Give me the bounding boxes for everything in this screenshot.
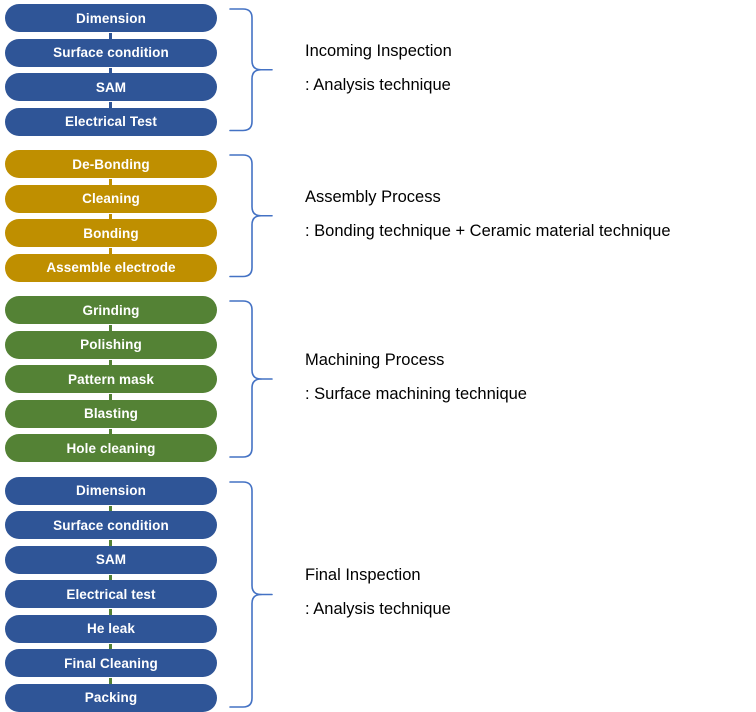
process-step-assembly-process-0[interactable]: De-Bonding	[5, 150, 217, 178]
step-connector	[109, 609, 112, 617]
group-title-incoming-inspection: Incoming Inspection	[305, 41, 452, 60]
step-connector	[109, 678, 112, 686]
step-connector	[109, 643, 112, 652]
group-subtitle-incoming-inspection: : Analysis technique	[305, 75, 451, 94]
process-step-assembly-process-2[interactable]: Bonding	[5, 219, 217, 247]
group-title-assembly-process: Assembly Process	[305, 187, 441, 206]
group-brace-machining-process	[228, 300, 274, 458]
process-step-machining-process-1[interactable]: Polishing	[5, 330, 217, 359]
step-connector	[109, 213, 112, 222]
process-step-assembly-process-1[interactable]: Cleaning	[5, 184, 217, 213]
process-step-final-inspection-2[interactable]: SAM	[5, 545, 217, 574]
group-subtitle-final-inspection: : Analysis technique	[305, 600, 451, 619]
step-connector	[109, 359, 112, 368]
step-connector	[109, 540, 112, 548]
group-title-final-inspection: Final Inspection	[305, 566, 421, 584]
step-connector	[109, 33, 112, 41]
group-label-final-inspection: Final Inspection : Analysis technique	[305, 566, 451, 618]
step-connector	[109, 102, 112, 110]
step-connector	[109, 574, 112, 583]
process-step-assembly-process-3[interactable]: Assemble electrode	[5, 253, 217, 282]
process-step-final-inspection-3[interactable]: Electrical test	[5, 580, 217, 608]
group-subtitle-assembly-process: : Bonding technique + Ceramic material t…	[305, 221, 671, 240]
process-step-final-inspection-6[interactable]: Packing	[5, 683, 217, 712]
process-step-machining-process-3[interactable]: Blasting	[5, 399, 217, 428]
process-step-incoming-inspection-2[interactable]: SAM	[5, 73, 217, 101]
process-step-machining-process-4[interactable]: Hole cleaning	[5, 434, 217, 462]
step-connector	[109, 179, 112, 187]
process-step-incoming-inspection-1[interactable]: Surface condition	[5, 38, 217, 67]
group-brace-assembly-process	[228, 154, 274, 278]
step-connector	[109, 394, 112, 402]
process-step-incoming-inspection-3[interactable]: Electrical Test	[5, 107, 217, 136]
process-step-final-inspection-4[interactable]: He leak	[5, 614, 217, 643]
step-connector	[109, 428, 112, 437]
process-step-machining-process-2[interactable]: Pattern mask	[5, 365, 217, 393]
group-label-incoming-inspection: Incoming Inspection : Analysis technique	[305, 42, 452, 94]
step-connector	[109, 67, 112, 76]
group-title-machining-process: Machining Process	[305, 351, 445, 369]
group-label-assembly-process: Assembly Process : Bonding technique + Ce…	[305, 188, 671, 240]
step-connector	[109, 505, 112, 514]
step-connector	[109, 325, 112, 333]
process-step-final-inspection-1[interactable]: Surface condition	[5, 511, 217, 539]
process-step-incoming-inspection-0[interactable]: Dimension	[5, 4, 217, 32]
process-step-machining-process-0[interactable]: Grinding	[5, 296, 217, 324]
group-brace-final-inspection	[228, 481, 274, 708]
group-brace-incoming-inspection	[228, 8, 274, 132]
group-label-machining-process: Machining Process : Surface machining tec…	[305, 351, 527, 403]
group-subtitle-machining-process: : Surface machining technique	[305, 385, 527, 404]
step-connector	[109, 248, 112, 256]
process-step-final-inspection-0[interactable]: Dimension	[5, 476, 217, 505]
process-step-final-inspection-5[interactable]: Final Cleaning	[5, 649, 217, 677]
